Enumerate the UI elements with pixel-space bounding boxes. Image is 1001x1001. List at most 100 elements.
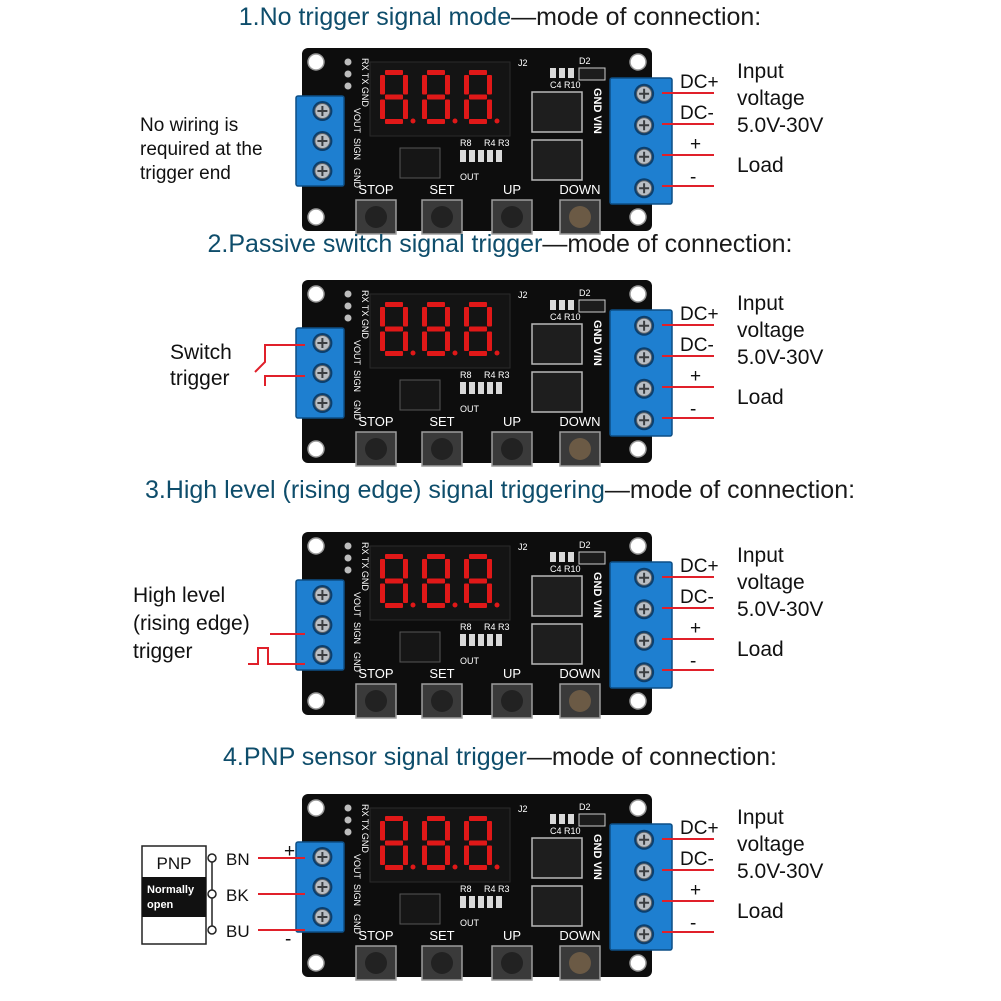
terminal-label: VOUT bbox=[352, 592, 362, 618]
silk-c4r10: C4 R10 bbox=[550, 80, 581, 90]
display-segment bbox=[487, 583, 492, 603]
mounting-hole bbox=[307, 537, 325, 555]
heading-text: 2.Passive switch signal trigger—mode of … bbox=[207, 230, 792, 258]
header-pin bbox=[344, 70, 352, 78]
dc-plus-label: DC+ bbox=[680, 818, 719, 839]
mosfet bbox=[531, 139, 583, 181]
smd-part bbox=[550, 814, 556, 824]
mounting-hole bbox=[307, 440, 325, 458]
button-set bbox=[421, 199, 463, 235]
dc-minus-label: DC- bbox=[680, 335, 714, 356]
smd-resistor bbox=[460, 634, 466, 646]
display-dot bbox=[494, 602, 500, 608]
button-up bbox=[491, 199, 533, 235]
heading-mode: 4.PNP sensor signal trigger bbox=[223, 743, 527, 771]
silk-r4r3: R4 R3 bbox=[484, 884, 510, 894]
mosfet bbox=[531, 885, 583, 927]
silk-j2: J2 bbox=[518, 58, 528, 68]
pnp-pin-bu: BU bbox=[226, 922, 250, 941]
button-cap bbox=[569, 206, 591, 228]
mounting-hole bbox=[629, 537, 647, 555]
terminal-label: SIGN bbox=[352, 370, 362, 392]
input-label: Input bbox=[737, 806, 784, 829]
display-segment bbox=[380, 307, 385, 327]
display-segment bbox=[427, 70, 445, 75]
mounting-hole bbox=[629, 440, 647, 458]
smd-part bbox=[568, 300, 574, 310]
silk-out: OUT bbox=[460, 404, 480, 414]
microcontroller bbox=[399, 893, 441, 925]
input-label: Input bbox=[737, 544, 784, 567]
silk-r8: R8 bbox=[460, 884, 472, 894]
no-wiring-note: trigger end bbox=[140, 163, 231, 184]
rising-edge-wire bbox=[248, 647, 305, 665]
mosfet bbox=[531, 837, 583, 879]
section-heading: 4.PNP sensor signal trigger—mode of conn… bbox=[223, 743, 777, 771]
display-segment bbox=[464, 75, 469, 95]
button-cap bbox=[431, 952, 453, 974]
voltage-label: voltage bbox=[737, 833, 805, 856]
button-stop bbox=[355, 945, 397, 981]
display-segment bbox=[380, 559, 385, 579]
terminal-label: SIGN bbox=[352, 884, 362, 906]
header-pin bbox=[344, 804, 352, 812]
display-segment bbox=[445, 821, 450, 841]
open-label: open bbox=[147, 899, 174, 911]
display-segment bbox=[427, 119, 445, 124]
silk-d2: D2 bbox=[579, 56, 591, 66]
button-label-up: UP bbox=[503, 666, 521, 681]
mosfet bbox=[531, 371, 583, 413]
smd-part bbox=[550, 552, 556, 562]
display-segment bbox=[469, 578, 487, 584]
mounting-hole bbox=[629, 799, 647, 817]
load-label: Load bbox=[737, 900, 784, 923]
load-plus-label: + bbox=[690, 134, 701, 155]
button-cap bbox=[365, 206, 387, 228]
dc-minus-label: DC- bbox=[680, 103, 714, 124]
no-wiring-note: No wiring is bbox=[140, 115, 238, 136]
display-segment bbox=[380, 583, 385, 603]
signal-terminal bbox=[295, 841, 345, 933]
display-dot bbox=[494, 118, 500, 124]
switch-wire bbox=[264, 375, 305, 386]
display-segment bbox=[445, 331, 450, 351]
power-terminal-label: GND VIN bbox=[591, 834, 603, 880]
heading-text: 4.PNP sensor signal trigger—mode of conn… bbox=[223, 743, 777, 771]
button-down bbox=[559, 431, 601, 467]
signal-terminal bbox=[295, 579, 345, 671]
section-heading: 2.Passive switch signal trigger—mode of … bbox=[207, 230, 792, 258]
terminal-label: GND bbox=[352, 652, 362, 673]
terminal-body bbox=[609, 823, 673, 951]
silk-out: OUT bbox=[460, 918, 480, 928]
button-cap bbox=[431, 690, 453, 712]
smd-resistor bbox=[487, 896, 493, 908]
button-stop bbox=[355, 431, 397, 467]
load-plus-label: + bbox=[690, 618, 701, 639]
display-segment bbox=[385, 302, 403, 307]
display-segment bbox=[445, 583, 450, 603]
terminal-label: VOUT bbox=[352, 854, 362, 880]
display-segment bbox=[385, 70, 403, 75]
pnp-pin bbox=[207, 925, 217, 935]
smd-resistor bbox=[496, 634, 502, 646]
header-label: RX TX GND bbox=[360, 58, 370, 107]
display-segment bbox=[403, 559, 408, 579]
heading-mode: 1.No trigger signal mode bbox=[239, 3, 511, 31]
button-cap bbox=[569, 952, 591, 974]
smd-part bbox=[568, 68, 574, 78]
silk-j2: J2 bbox=[518, 542, 528, 552]
button-up bbox=[491, 431, 533, 467]
silk-d2: D2 bbox=[579, 288, 591, 298]
header-pin bbox=[344, 302, 352, 310]
display-segment bbox=[464, 307, 469, 327]
smd-resistor bbox=[469, 150, 475, 162]
power-terminal-label: GND VIN bbox=[591, 320, 603, 366]
button-label-down: DOWN bbox=[559, 182, 600, 197]
three-digit-display bbox=[369, 545, 511, 621]
button-cap bbox=[431, 438, 453, 460]
three-digit-display bbox=[369, 61, 511, 137]
display-segment bbox=[469, 326, 487, 332]
